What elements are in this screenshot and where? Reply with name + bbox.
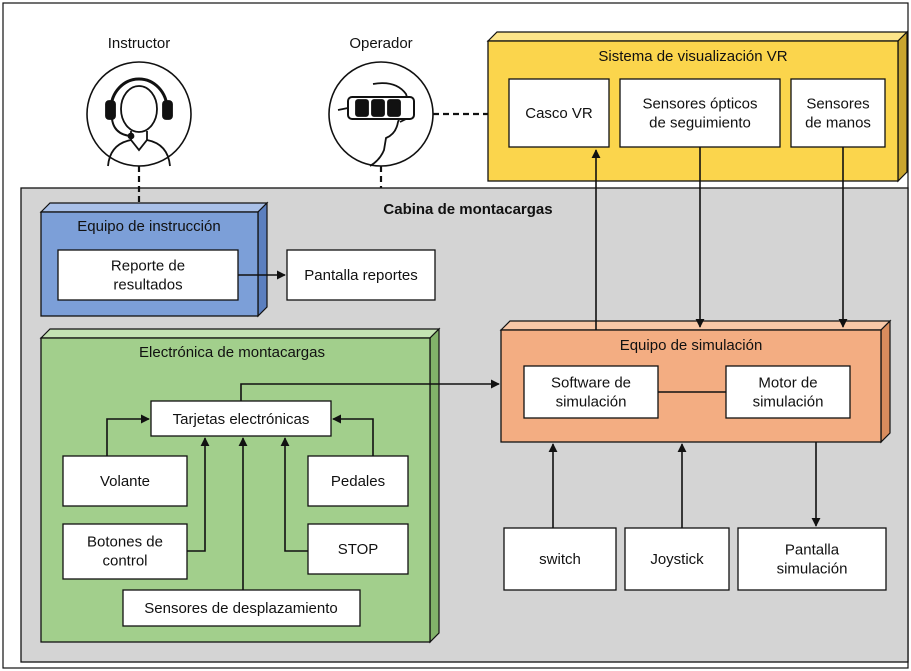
- engine-label: Motor de simulación: [753, 375, 824, 411]
- joystick-box: [624, 527, 730, 591]
- electronics-title: Electrónica de montacargas: [139, 344, 325, 361]
- cards-label: Tarjetas electrónicas: [173, 411, 310, 428]
- report-screen-box: [286, 249, 436, 301]
- software-label: Software de simulación: [551, 375, 631, 411]
- label-line: Sensores de desplazamiento: [144, 600, 337, 617]
- switch-box: [503, 527, 617, 591]
- arrow-stop-to-cards: [280, 437, 308, 552]
- label-line: Pantalla: [785, 542, 840, 559]
- sensors-box: [122, 589, 361, 627]
- stop-label: STOP: [338, 541, 379, 558]
- operator-label: Operador: [349, 35, 412, 52]
- hand-sensors-box: [790, 78, 886, 148]
- wheel-box: [62, 455, 188, 507]
- label-line: simulación: [753, 394, 824, 411]
- label-line: Botones de: [87, 534, 163, 551]
- label-line: Casco VR: [525, 105, 593, 122]
- instructor-figure: Instructor: [86, 35, 192, 167]
- vr-system-title: Sistema de visualización VR: [598, 48, 787, 65]
- pedals-label: Pedales: [331, 473, 385, 490]
- label-line: STOP: [338, 541, 379, 558]
- simulation-title: Equipo de simulación: [620, 337, 763, 354]
- label-line: Sensores ópticos: [642, 96, 757, 113]
- buttons-label: Botones de control: [87, 534, 163, 570]
- sensors-label: Sensores de desplazamiento: [144, 600, 337, 617]
- label-line: Reporte de: [111, 258, 185, 275]
- label-line: resultados: [113, 277, 182, 294]
- label-line: simulación: [556, 394, 627, 411]
- label-line: Motor de: [758, 375, 817, 392]
- optical-sensors-label: Sensores ópticos de seguimiento: [642, 96, 757, 132]
- label-line: simulación: [777, 561, 848, 578]
- label-line: Joystick: [650, 551, 704, 568]
- label-line: switch: [539, 551, 581, 568]
- electronics-block: Electrónica de montacargas Tarjetas elec…: [39, 327, 441, 644]
- arrow-electronics-to-sim: [240, 379, 500, 401]
- switch-label: switch: [539, 551, 581, 568]
- headset-label: Casco VR: [525, 105, 593, 122]
- headset-box: [508, 78, 610, 148]
- headset-person-icon: [105, 77, 173, 167]
- label-line: Volante: [100, 473, 150, 490]
- simulation-block: Equipo de simulación Software de simulaci…: [499, 319, 892, 444]
- cards-box: [150, 400, 332, 437]
- joystick-label: Joystick: [650, 551, 704, 568]
- arrow-buttons-to-cards: [187, 437, 210, 552]
- simulation-screen-box: [737, 527, 887, 591]
- arrow-pedals-to-cards: [332, 414, 374, 456]
- vr-headset-person-icon: [337, 82, 415, 167]
- buttons-box: [62, 523, 188, 580]
- report-box: [57, 249, 239, 301]
- label-line: Software de: [551, 375, 631, 392]
- instruction-title: Equipo de instrucción: [77, 218, 220, 235]
- stop-box: [307, 523, 409, 575]
- label-line: Sensores: [806, 96, 869, 113]
- optical-sensors-box: [619, 78, 781, 148]
- vr-system-block: Sistema de visualización VR Casco VR Sen…: [486, 30, 909, 183]
- label-line: Pantalla reportes: [304, 267, 417, 284]
- connectors: [106, 147, 848, 590]
- cabin-title: Cabina de montacargas: [383, 201, 552, 218]
- wheel-label: Volante: [100, 473, 150, 490]
- label-line: de seguimiento: [649, 115, 751, 132]
- operator-figure: Operador: [328, 35, 434, 167]
- instruction-block: Equipo de instrucción Reporte de resultad…: [39, 201, 269, 318]
- label-line: Pedales: [331, 473, 385, 490]
- label-line: Tarjetas electrónicas: [173, 411, 310, 428]
- arrow-wheel-to-cards: [106, 414, 150, 456]
- pedals-box: [307, 455, 409, 507]
- report-label: Reporte de resultados: [111, 258, 185, 294]
- hand-sensors-label: Sensores de manos: [805, 96, 871, 132]
- simulation-screen-label: Pantalla simulación: [777, 542, 848, 578]
- instructor-label: Instructor: [108, 35, 171, 52]
- software-box: [523, 365, 659, 419]
- report-screen-label: Pantalla reportes: [304, 267, 417, 284]
- label-line: control: [102, 553, 147, 570]
- label-line: de manos: [805, 115, 871, 132]
